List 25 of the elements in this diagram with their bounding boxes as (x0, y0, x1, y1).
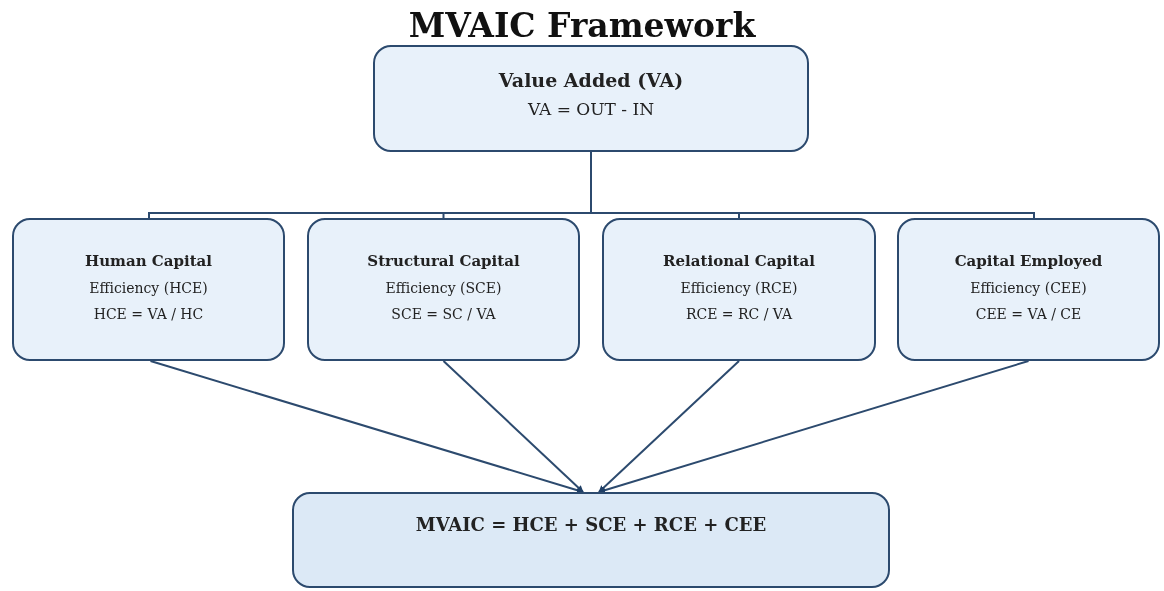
rounded-box (12, 218, 285, 361)
formula-text: RCE = RC / VA (685, 306, 793, 322)
rounded-box (897, 218, 1160, 361)
node-subtitle: Efficiency (SCE) (385, 280, 502, 296)
rounded-box (292, 492, 890, 588)
arrow (598, 360, 740, 493)
rounded-box (373, 45, 809, 152)
formula-text: MVAIC = HCE + SCE + RCE + CEE (415, 514, 767, 535)
node-heading: Capital Employed (954, 252, 1103, 270)
arrow (442, 360, 584, 493)
rounded-box (307, 218, 580, 361)
node-heading: Relational Capital (663, 252, 815, 270)
rounded-box (602, 218, 876, 361)
node-heading: Human Capital (85, 252, 212, 270)
node-heading: Value Added (VA) (498, 69, 684, 91)
node-subtitle: Efficiency (HCE) (89, 280, 208, 296)
formula-text: SCE = SC / VA (391, 306, 496, 322)
node-subtitle: Efficiency (CEE) (970, 280, 1087, 296)
formula-text: CEE = VA / CE (975, 306, 1082, 322)
node-subtitle: Efficiency (RCE) (680, 280, 798, 296)
diagram-title: MVAIC Framework (407, 6, 757, 45)
node-heading: Structural Capital (367, 252, 520, 270)
arrow (598, 360, 1030, 494)
formula-text: HCE = VA / HC (93, 306, 204, 322)
formula-text: VA = OUT - IN (527, 99, 655, 119)
